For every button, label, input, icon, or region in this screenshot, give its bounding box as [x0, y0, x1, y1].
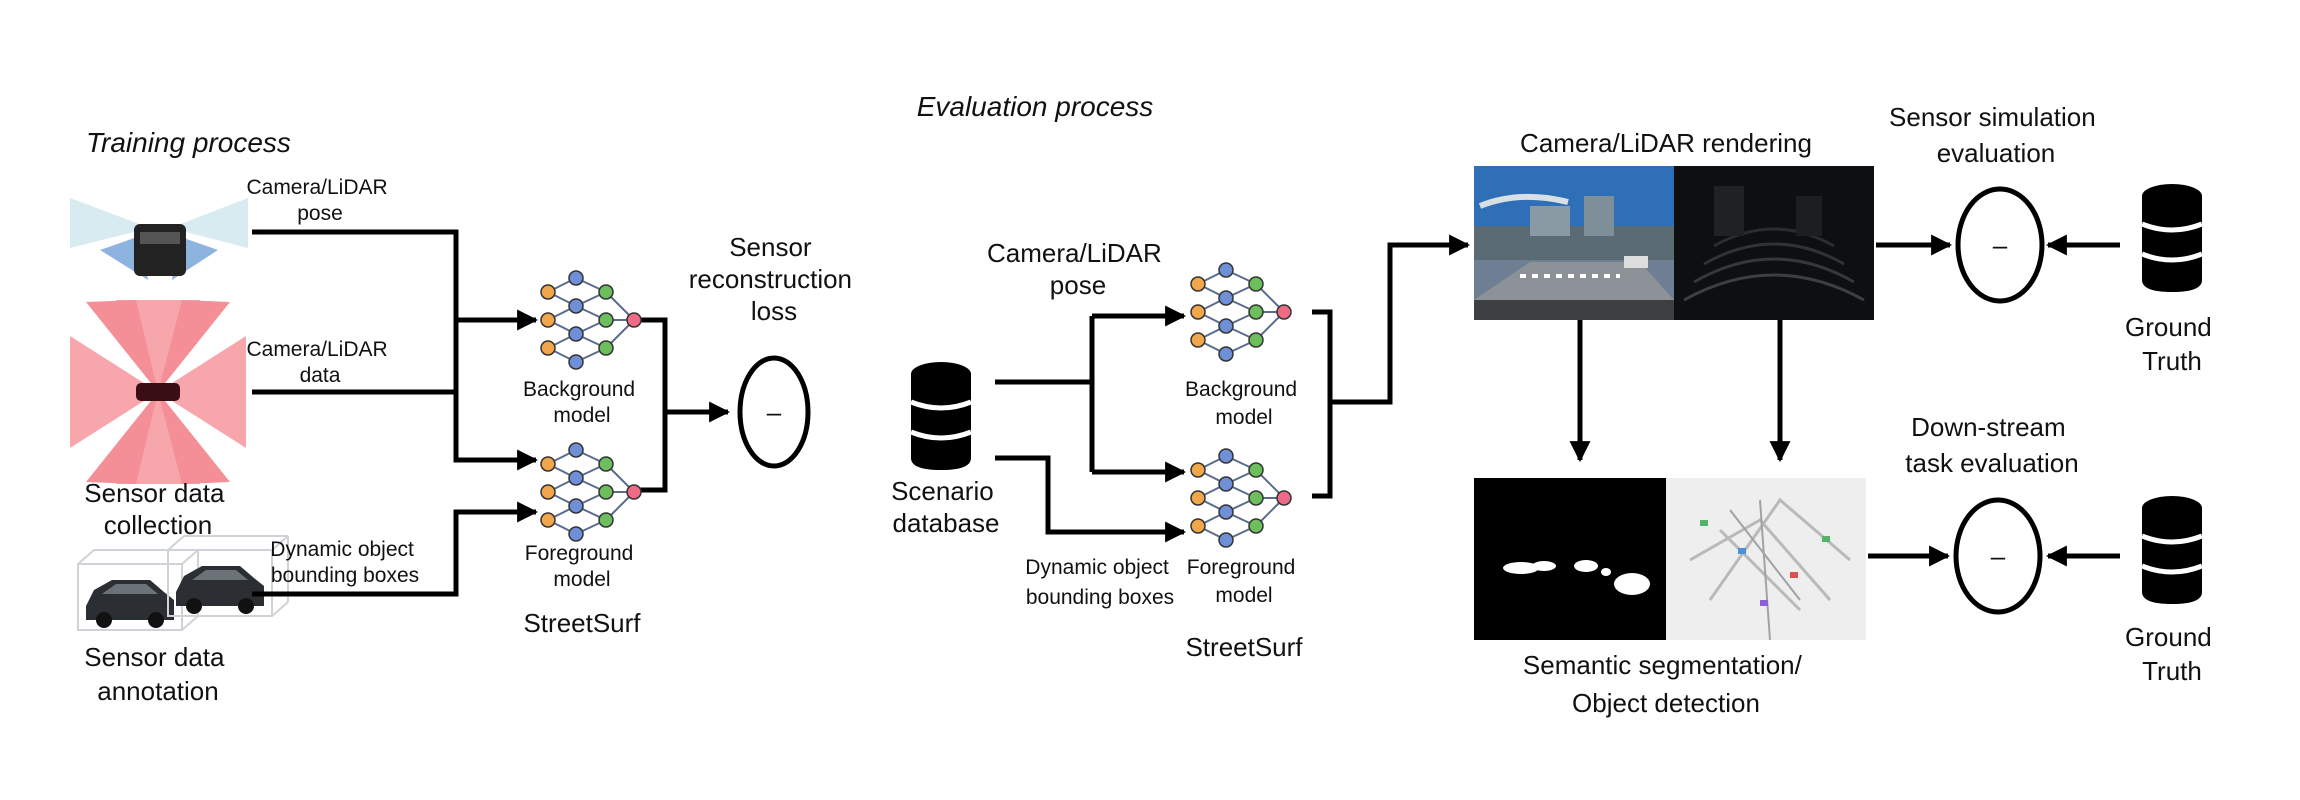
camera-render-image — [1474, 166, 1674, 320]
downstream-minus-symbol: – — [1991, 541, 2006, 571]
segmentation-mask-image — [1474, 478, 1666, 640]
ground-truth-label-1: Ground Truth — [2125, 312, 2219, 376]
training-background-label: Background model — [523, 378, 641, 427]
evaluation-background-label: Background model — [1185, 378, 1303, 429]
lidar-render-image — [1674, 166, 1874, 320]
downstream-eval-node: – — [1953, 497, 2043, 615]
camera-sensor-icon — [70, 198, 248, 280]
training-foreground-label: Foreground model — [525, 542, 639, 591]
training-foreground-network — [540, 442, 642, 542]
evaluation-title: Evaluation process — [917, 91, 1154, 122]
ground-truth-database-icon-2 — [2142, 496, 2202, 604]
sim-minus-symbol: – — [1993, 230, 2008, 260]
evaluation-pose-label: Camera/LiDAR pose — [987, 238, 1169, 300]
evaluation-streetsurf-label: StreetSurf — [1185, 632, 1303, 662]
loss-minus-symbol: – — [767, 397, 782, 427]
training-boxes-label: Dynamic object bounding boxes — [270, 538, 419, 587]
scenario-database-label: Scenario database — [891, 476, 1001, 538]
evaluation-background-network — [1190, 262, 1292, 362]
reconstruction-loss-label: Sensor reconstruction loss — [689, 232, 860, 326]
training-pose-label: Camera/LiDAR pose — [246, 176, 393, 225]
training-connectors — [252, 229, 731, 597]
sensor-sim-eval-label: Sensor simulation evaluation — [1889, 102, 2103, 168]
reconstruction-loss-node: – — [737, 355, 811, 469]
downstream-eval-label: Down-stream task evaluation — [1905, 412, 2078, 478]
evaluation-foreground-label: Foreground model — [1187, 556, 1301, 607]
training-title: Training process — [86, 127, 291, 158]
evaluation-foreground-network — [1190, 448, 1292, 548]
scenario-database-icon — [911, 362, 971, 470]
object-detection-image — [1666, 478, 1866, 641]
evaluation-boxes-label: Dynamic object bounding boxes — [1025, 556, 1174, 609]
ground-truth-label-2: Ground Truth — [2125, 622, 2219, 686]
sensor-sim-eval-node: – — [1955, 186, 2045, 304]
rendering-label: Camera/LiDAR rendering — [1520, 128, 1812, 158]
evaluation-connectors — [995, 234, 2120, 567]
training-background-network — [540, 270, 642, 370]
training-data-label: Camera/LiDAR data — [246, 338, 393, 387]
sensor-data-collection-label: Sensor data collection — [84, 478, 231, 540]
segmentation-detection-label: Semantic segmentation/ Object detection — [1523, 650, 1809, 718]
sensor-data-annotation-label: Sensor data annotation — [84, 642, 231, 706]
lidar-sensor-icon — [70, 300, 246, 484]
training-streetsurf-label: StreetSurf — [523, 608, 641, 638]
ground-truth-database-icon-1 — [2142, 184, 2202, 292]
